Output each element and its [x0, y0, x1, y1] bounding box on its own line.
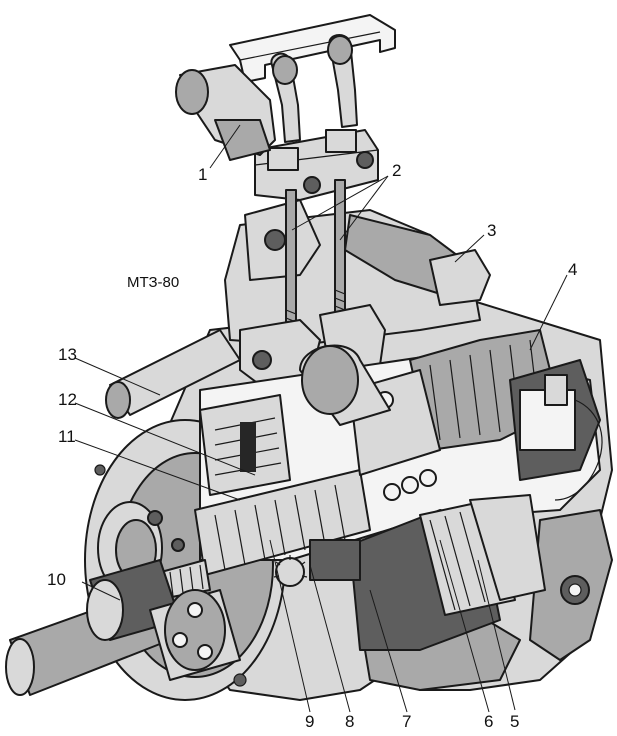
shift-lever-right — [327, 34, 358, 128]
leader-lines — [74, 124, 568, 713]
diagram-title: МТЗ-80 — [127, 274, 179, 291]
callout-10: 10 — [47, 570, 66, 589]
callout-4: 4 — [568, 260, 577, 279]
shift-knob — [175, 64, 276, 161]
splined-shaft — [194, 469, 371, 576]
callout-7: 7 — [402, 712, 411, 731]
lever-bracket — [229, 14, 396, 83]
callout-5: 5 — [510, 712, 519, 731]
callout-1: 1 — [198, 165, 207, 184]
callout-11: 11 — [58, 427, 76, 446]
coupling-housing — [199, 394, 291, 496]
callout-12: 12 — [58, 390, 77, 409]
input-shaft — [5, 559, 241, 696]
callout-8: 8 — [345, 712, 354, 731]
callout-9: 9 — [305, 712, 314, 731]
callout-6: 6 — [484, 712, 493, 731]
shift-rail — [105, 329, 241, 419]
callout-13: 13 — [58, 345, 77, 364]
lever-pivot-block — [254, 129, 379, 201]
shift-lever-left — [270, 52, 301, 143]
callout-3: 3 — [487, 221, 496, 240]
pinion-gear — [273, 539, 361, 587]
callout-2: 2 — [392, 161, 401, 180]
synchronizer-cylinder — [299, 344, 603, 501]
